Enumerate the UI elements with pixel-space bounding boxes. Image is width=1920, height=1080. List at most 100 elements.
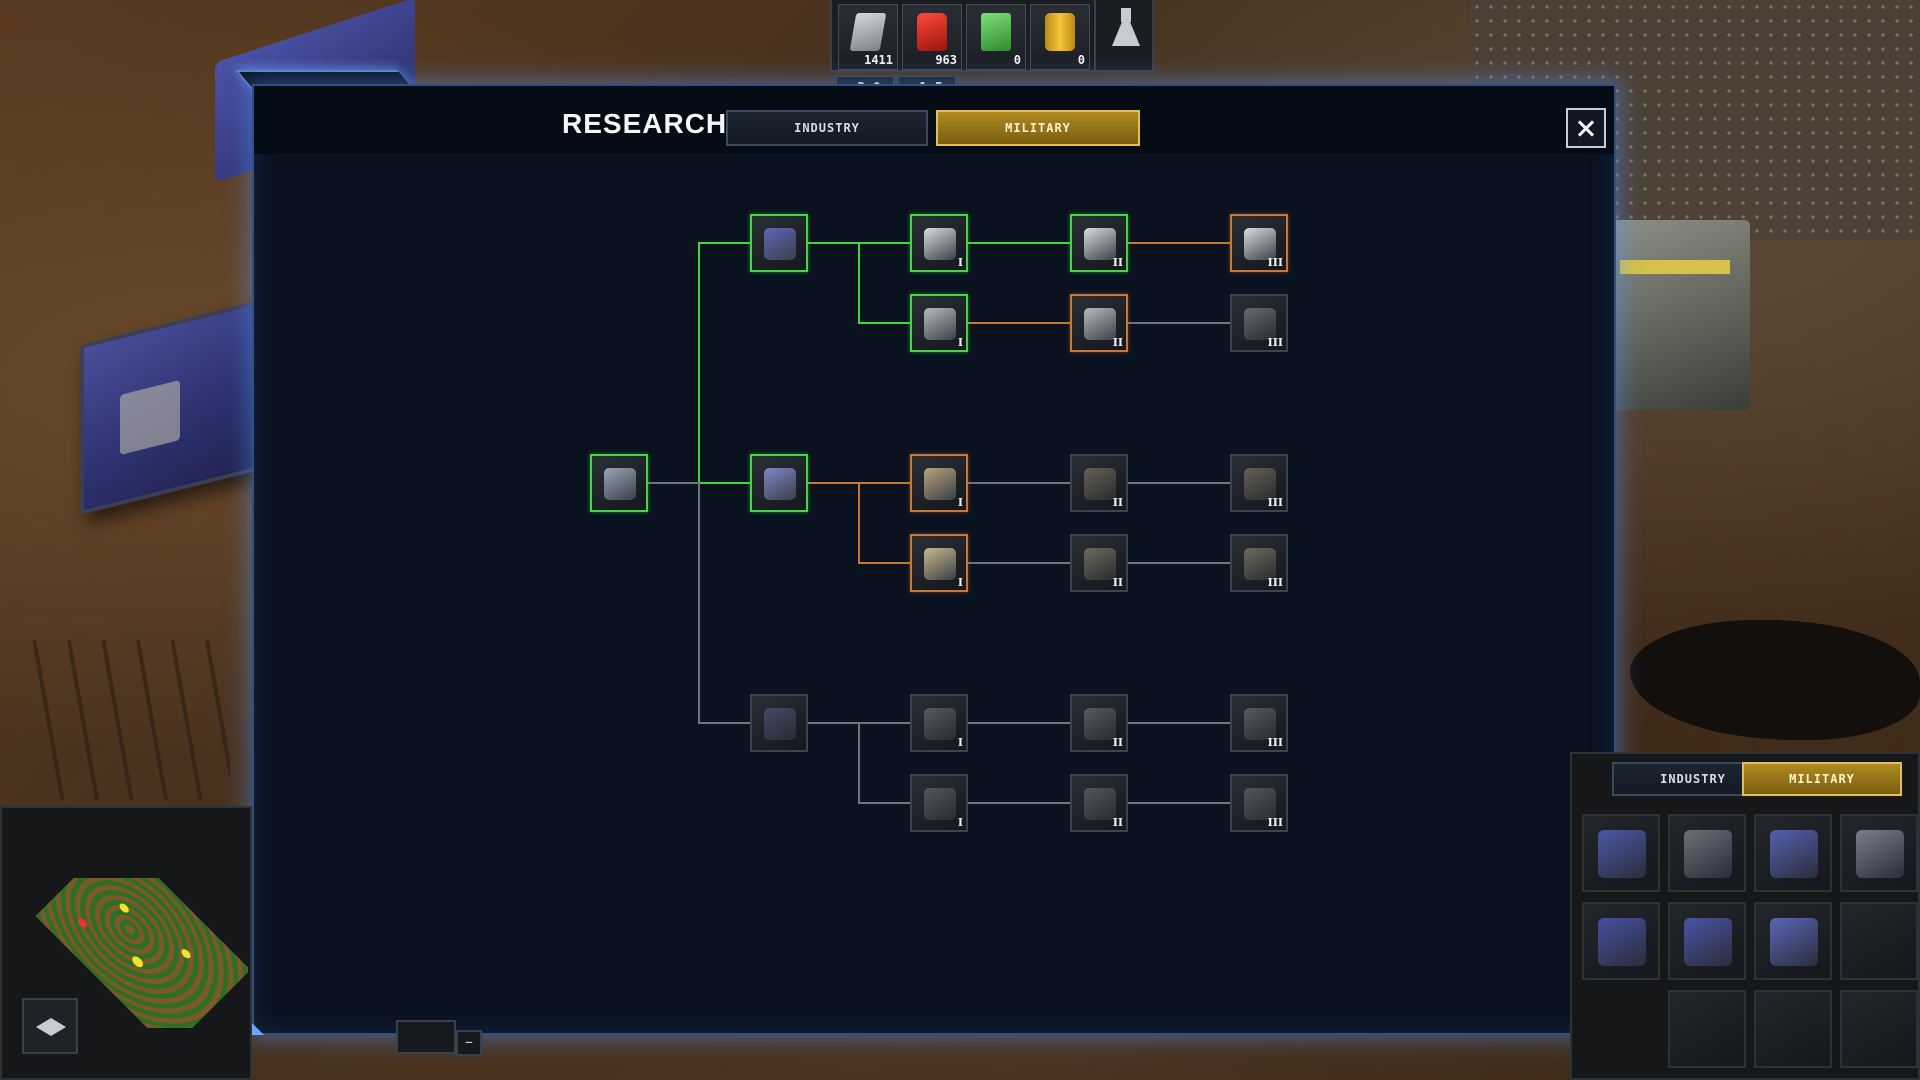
- resource-steel: 1411: [838, 4, 898, 70]
- scorch-mark: [1630, 620, 1920, 740]
- build-tab-military[interactable]: MILITARY: [1742, 762, 1902, 796]
- depot-icon: [1856, 830, 1904, 878]
- rifle-icon: [1084, 308, 1116, 340]
- minimap-panel: [0, 806, 252, 1080]
- tier-label: II: [1112, 496, 1123, 509]
- research-node-plating-3[interactable]: III: [1230, 454, 1288, 512]
- tank-icon: [604, 468, 636, 500]
- research-header: RESEARCH INDUSTRY MILITARY: [254, 86, 1614, 154]
- research-button[interactable]: [1094, 0, 1154, 72]
- build-slot-factory[interactable]: [1668, 814, 1746, 892]
- building-right[interactable]: [1610, 220, 1750, 410]
- build-slot-empty[interactable]: [1668, 990, 1746, 1068]
- tier-label: II: [1112, 256, 1123, 269]
- boots-icon: [1084, 228, 1116, 260]
- tree-edge: [648, 482, 750, 724]
- build-slot-defense-tower[interactable]: [1582, 902, 1660, 980]
- dead-trees: [30, 640, 230, 800]
- research-node-boots-2[interactable]: II: [1070, 214, 1128, 272]
- heavy-vehicle-icon: [764, 708, 796, 740]
- tier-label: III: [1267, 576, 1283, 589]
- flask-icon: [1112, 12, 1140, 46]
- tree-edge: [808, 482, 910, 564]
- research-node-shield-2[interactable]: II: [1070, 694, 1128, 752]
- build-slot-empty[interactable]: [1840, 990, 1918, 1068]
- armor-plating-icon: [1084, 468, 1116, 500]
- close-button[interactable]: [1566, 108, 1606, 148]
- research-node-shield-3[interactable]: III: [1230, 694, 1288, 752]
- tab-industry[interactable]: INDUSTRY: [726, 110, 928, 146]
- research-node-boots-1[interactable]: I: [910, 214, 968, 272]
- zoom-readout: [396, 1020, 456, 1054]
- research-node-turret-1[interactable]: I: [910, 534, 968, 592]
- research-node-plating-1[interactable]: I: [910, 454, 968, 512]
- rifle-icon: [1244, 308, 1276, 340]
- defense-tower-icon: [1598, 918, 1646, 966]
- rifle-icon: [924, 308, 956, 340]
- resource-fuel: 963: [902, 4, 962, 70]
- research-node-rifle-2[interactable]: II: [1070, 294, 1128, 352]
- build-slot-gun-tower[interactable]: [1668, 902, 1746, 980]
- engine-icon: [1084, 788, 1116, 820]
- research-node-armor[interactable]: [750, 454, 808, 512]
- steel-count: 1411: [864, 53, 893, 67]
- armor-plating-icon: [1244, 468, 1276, 500]
- research-node-engine-1[interactable]: I: [910, 774, 968, 832]
- turret-icon: [924, 548, 956, 580]
- research-node-heavy[interactable]: [750, 694, 808, 752]
- tier-label: II: [1112, 576, 1123, 589]
- engine-icon: [1244, 788, 1276, 820]
- barracks-icon: [1598, 830, 1646, 878]
- research-node-plating-2[interactable]: II: [1070, 454, 1128, 512]
- command-center-icon: [1770, 830, 1818, 878]
- resource-chip: 0: [966, 4, 1026, 70]
- armor-plating-icon: [924, 468, 956, 500]
- research-node-engine-2[interactable]: II: [1070, 774, 1128, 832]
- build-slot-empty[interactable]: [1754, 990, 1832, 1068]
- research-node-root[interactable]: [590, 454, 648, 512]
- build-slot-command-center[interactable]: [1754, 814, 1832, 892]
- gun-tower-icon: [1684, 918, 1732, 966]
- vehicle-bay-icon: [1770, 918, 1818, 966]
- infantry-vehicle-icon: [764, 228, 796, 260]
- heavy-armor-icon: [924, 708, 956, 740]
- tier-label: III: [1267, 816, 1283, 829]
- tier-label: I: [957, 256, 963, 269]
- boots-icon: [1244, 228, 1276, 260]
- circuit-chip-icon: [981, 13, 1011, 51]
- layers-icon: [36, 1018, 66, 1036]
- steel-plates-icon: [849, 13, 887, 51]
- research-node-boots-3[interactable]: III: [1230, 214, 1288, 272]
- tier-label: II: [1112, 816, 1123, 829]
- research-node-infantry[interactable]: [750, 214, 808, 272]
- build-slot-depot[interactable]: [1840, 814, 1918, 892]
- build-panel: INDUSTRY MILITARY: [1570, 752, 1920, 1080]
- tier-label: I: [957, 736, 963, 749]
- tier-label: II: [1112, 736, 1123, 749]
- toxic-barrel-icon: [1045, 13, 1075, 51]
- turret-icon: [1244, 548, 1276, 580]
- building-left[interactable]: [80, 295, 280, 515]
- research-node-turret-3[interactable]: III: [1230, 534, 1288, 592]
- fuel-count: 963: [935, 53, 957, 67]
- build-slot-empty[interactable]: [1840, 902, 1918, 980]
- minimap-toggle-button[interactable]: [22, 998, 78, 1054]
- fuel-canister-icon: [917, 13, 947, 51]
- tab-military[interactable]: MILITARY: [936, 110, 1140, 146]
- research-node-rifle-3[interactable]: III: [1230, 294, 1288, 352]
- engine-icon: [924, 788, 956, 820]
- research-node-engine-3[interactable]: III: [1230, 774, 1288, 832]
- tier-label: III: [1267, 256, 1283, 269]
- research-node-shield-1[interactable]: I: [910, 694, 968, 752]
- tier-label: III: [1267, 336, 1283, 349]
- research-node-turret-2[interactable]: II: [1070, 534, 1128, 592]
- build-slot-vehicle-bay[interactable]: [1754, 902, 1832, 980]
- research-node-rifle-1[interactable]: I: [910, 294, 968, 352]
- factory-icon: [1684, 830, 1732, 878]
- zoom-out-button[interactable]: –: [456, 1030, 482, 1056]
- build-slot-barracks[interactable]: [1582, 814, 1660, 892]
- tier-label: I: [957, 336, 963, 349]
- armored-vehicle-icon: [764, 468, 796, 500]
- tier-label: I: [957, 496, 963, 509]
